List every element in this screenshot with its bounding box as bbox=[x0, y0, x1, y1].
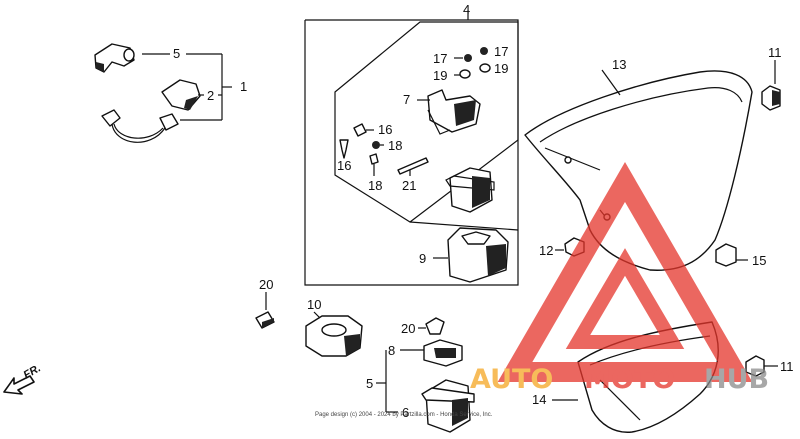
part-1-harness bbox=[101, 109, 179, 143]
callout-12: 12 bbox=[539, 243, 553, 258]
watermark-auto: AUTO bbox=[470, 364, 553, 395]
part-9-cover: 9 bbox=[419, 227, 509, 283]
part-6-relay bbox=[421, 379, 475, 433]
callout-10: 10 bbox=[307, 297, 321, 312]
part-8-bracket: 8 bbox=[388, 339, 463, 367]
callout-7: 7 bbox=[403, 92, 410, 107]
inset-box-4 bbox=[304, 10, 519, 286]
fr-label: FR. bbox=[22, 362, 43, 381]
watermark-hub: HUB bbox=[704, 364, 769, 395]
callout-4: 4 bbox=[463, 2, 470, 17]
part-relay-in-box bbox=[445, 167, 495, 213]
callout-14: 14 bbox=[532, 392, 546, 407]
front-direction-arrow: FR. bbox=[3, 362, 43, 395]
callout-9: 9 bbox=[419, 251, 426, 266]
callouts-group-1: 5 2 1 bbox=[142, 46, 247, 121]
callout-3: 5 bbox=[173, 46, 180, 61]
parts-17-19: 17 19 17 19 bbox=[433, 44, 508, 83]
callout-11-bottom: 11 bbox=[780, 359, 794, 374]
copyright-text: Page design (c) 2004 - 2024 by Partzilla… bbox=[315, 412, 493, 418]
callout-11-top: 11 bbox=[768, 45, 782, 60]
part-20-clip-left: 20 bbox=[255, 277, 275, 329]
callout-16-right: 16 bbox=[378, 122, 392, 137]
callout-5: 5 bbox=[366, 376, 373, 391]
automotohub-logo-watermark: AUTO MOTO HUB bbox=[470, 162, 769, 395]
callout-6: 6 bbox=[402, 405, 409, 420]
part-3-bracket bbox=[94, 43, 135, 73]
callout-17-left: 17 bbox=[433, 51, 447, 66]
callout-18-right: 18 bbox=[388, 138, 402, 153]
callout-19-right: 19 bbox=[494, 61, 508, 76]
callouts-group-5: 5 6 bbox=[366, 350, 409, 420]
part-7-bracket: 7 bbox=[403, 89, 481, 135]
callout-20-left: 20 bbox=[259, 277, 273, 292]
callout-21: 21 bbox=[402, 178, 416, 193]
callout-1: 1 bbox=[240, 79, 247, 94]
part-2-cover bbox=[161, 79, 201, 111]
callout-20-right: 20 bbox=[401, 321, 415, 336]
callout-8: 8 bbox=[388, 343, 395, 358]
callout-15: 15 bbox=[752, 253, 766, 268]
part-10-boot: 10 bbox=[305, 297, 363, 357]
callout-2: 2 bbox=[207, 88, 214, 103]
callout-16-left: 16 bbox=[337, 158, 351, 173]
callout-19-left: 19 bbox=[433, 68, 447, 83]
callout-17-right: 17 bbox=[494, 44, 508, 59]
parts-16-18-21: 16 16 18 18 21 bbox=[337, 122, 429, 193]
part-20-clip-right: 20 bbox=[401, 317, 445, 336]
part-11-grommet-top: 11 bbox=[761, 45, 782, 111]
part-15-grommet: 15 bbox=[715, 243, 766, 268]
watermark-moto: MOTO bbox=[584, 364, 675, 395]
callout-18-left: 18 bbox=[368, 178, 382, 193]
part-13-side-cover: 13 bbox=[524, 57, 753, 271]
callout-13: 13 bbox=[612, 57, 626, 72]
